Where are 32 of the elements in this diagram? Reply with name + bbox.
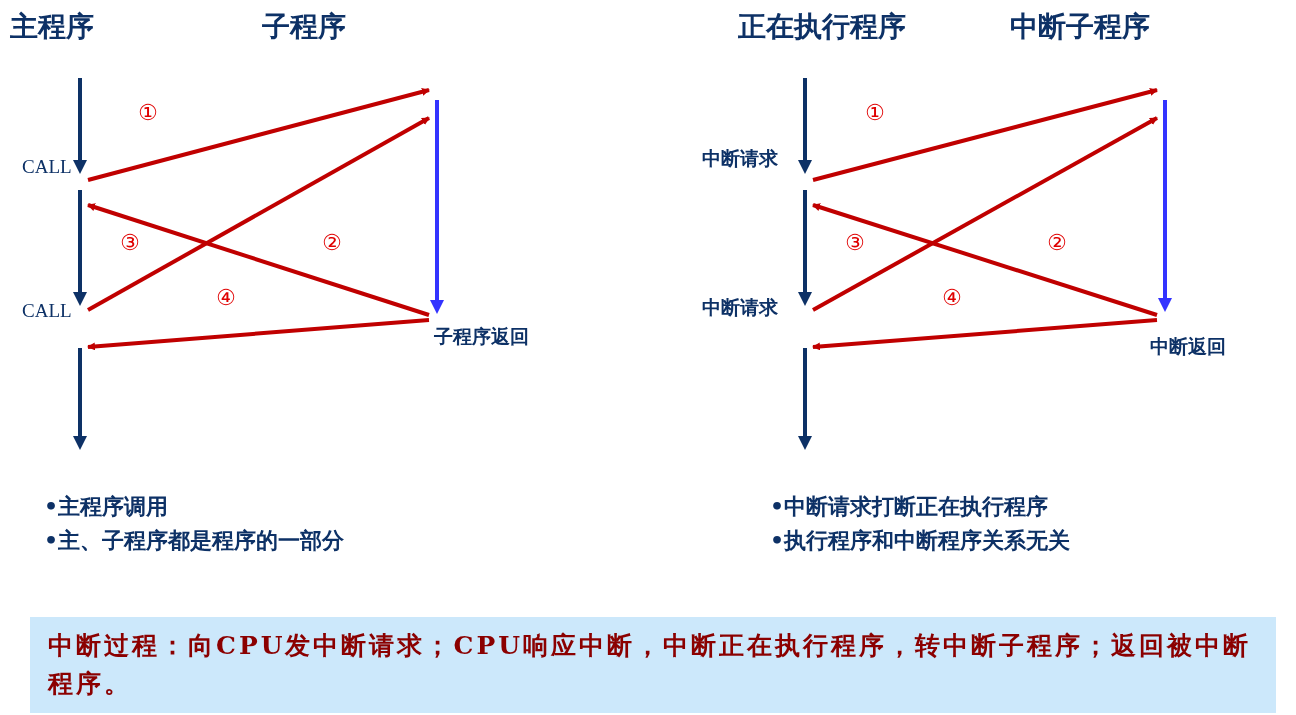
edge-label: ④: [216, 285, 236, 310]
arrow: [812, 116, 1158, 312]
bullet-text: •执行程序和中断程序关系无关: [770, 527, 1071, 555]
edge-label: ②: [1047, 230, 1067, 255]
flow-label: 子程序返回: [434, 324, 529, 349]
arrow: [87, 318, 430, 351]
arrow: [87, 116, 430, 312]
flow-label: 中断返回: [1150, 334, 1226, 359]
edge-label: ③: [120, 230, 140, 255]
flow-label: 中断请求: [702, 146, 778, 171]
arrow: [87, 87, 430, 182]
bullet-text: •主、子程序都是程序的一部分: [44, 527, 345, 555]
bullet-text: •中断请求打断正在执行程序: [770, 493, 1049, 521]
bullet-text: •主程序调用: [44, 493, 169, 521]
edge-label: ①: [138, 100, 158, 125]
column-heading: 子程序: [262, 9, 346, 45]
edge-label: ①: [865, 100, 885, 125]
flow-label: CALL: [22, 300, 72, 322]
flow-label: CALL: [22, 156, 72, 178]
column-heading: 中断子程序: [1010, 9, 1150, 45]
edge-label: ④: [942, 285, 962, 310]
column-heading: 正在执行程序: [738, 9, 906, 45]
arrow: [812, 318, 1158, 351]
edge-label: ③: [845, 230, 865, 255]
arrow: [812, 203, 1158, 317]
note-text: 中断过程：向CPU发中断请求；CPU响应中断，中断正在执行程序，转中断子程序；返回被中断程序。: [48, 630, 1252, 700]
arrow: [87, 203, 430, 317]
edge-label: ②: [322, 230, 342, 255]
column-heading: 主程序: [10, 9, 94, 45]
flow-label: 中断请求: [702, 295, 778, 320]
arrow: [812, 87, 1158, 182]
note-panel: [30, 617, 1276, 713]
